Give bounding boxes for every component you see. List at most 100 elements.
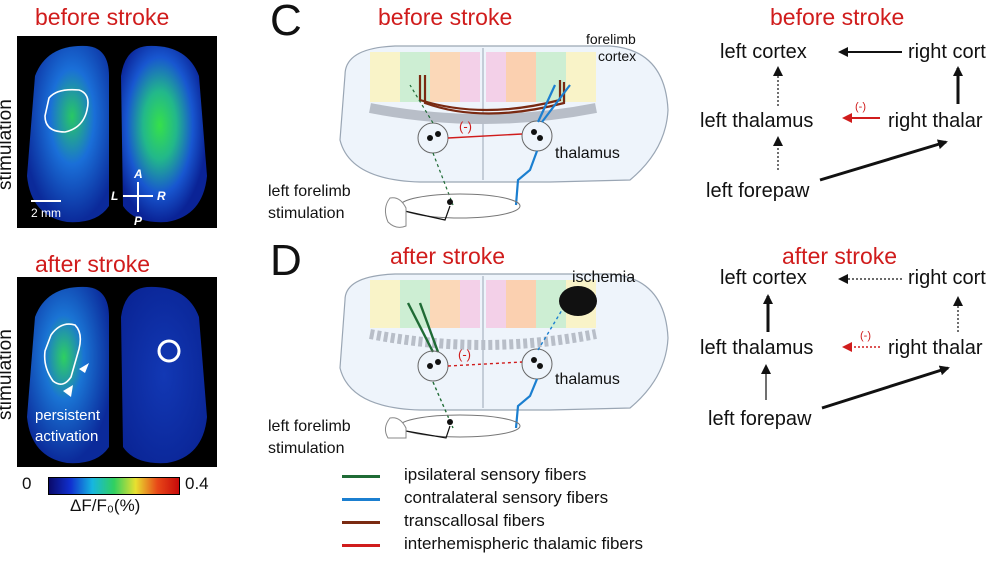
right-hemisphere-shape (121, 286, 207, 464)
flow-after-title: after stroke (782, 243, 898, 269)
stroke-site-circle (157, 339, 181, 363)
flow-after-arrows: (-) (761, 274, 963, 410)
colorbar-max-label: 0.4 (185, 474, 209, 493)
panel-a-side-label: stimulation (0, 99, 16, 190)
afferent-fiber (399, 425, 451, 439)
legend-label: contralateral sensory fibers (404, 488, 609, 507)
left-hemisphere-shape (27, 45, 109, 223)
roi-outline (44, 88, 89, 133)
contralateral-fiber (537, 84, 556, 123)
cortex-region (486, 52, 506, 102)
forepaw-icon (384, 197, 407, 228)
axis-label-l: L (111, 189, 118, 203)
contralateral-fiber (514, 150, 539, 206)
flow-before-left-cortex: left cortex (720, 41, 807, 63)
corpus-callosum (369, 103, 597, 124)
persistent-activation-line1: persistent (35, 407, 101, 424)
legend-label: transcallosal fibers (404, 511, 545, 530)
legend-swatch (342, 498, 380, 501)
contralateral-fiber (537, 309, 563, 351)
neuron-dot (427, 135, 433, 141)
neuron-dot (435, 131, 441, 137)
flow-after-inhibition: (-) (860, 330, 871, 342)
cortex-region (506, 52, 536, 102)
persistent-activation-line2: activation (35, 428, 98, 445)
panel-b-side-label: stimulation (0, 329, 16, 420)
left-hemisphere-shape (27, 286, 109, 464)
panel-c-thalamus-label: thalamus (555, 145, 620, 162)
cortex-region (430, 52, 460, 102)
colorbar-unit-label: ΔF/F₀(%) (70, 496, 141, 515)
flow-after-left-thalamus: left thalamus (700, 337, 814, 359)
flow-before-inhibition: (-) (855, 101, 866, 113)
cortex-region (430, 280, 460, 328)
panel-d-letter: D (270, 236, 302, 285)
legend-swatch (342, 544, 380, 547)
contralateral-fiber (541, 84, 571, 123)
cortex-region (460, 280, 480, 328)
arrow-forepaw-to-right-thal (821, 365, 950, 410)
panel-c-inhibition-label: (-) (459, 119, 472, 134)
legend-label: interhemispheric thalamic fibers (404, 534, 644, 553)
panel-d-stim-line2: stimulation (268, 440, 345, 457)
ipsilateral-fiber (409, 84, 434, 124)
panel-d-thalamus-label: thalamus (555, 371, 620, 388)
cortex-region (460, 52, 480, 102)
cortex-region (370, 280, 400, 328)
ischemia-label: ischemia (572, 269, 635, 286)
afferent-fiber (399, 205, 451, 221)
cortex-region (506, 280, 536, 328)
panel-c-title: before stroke (378, 4, 513, 30)
panel-b-activation-map: persistent activation (17, 277, 217, 467)
panel-c-schematic: (-) forelimb cortex thalamus (339, 31, 669, 228)
panel-a-title: before stroke (35, 4, 170, 30)
colorbar-min-label: 0 (22, 474, 32, 493)
cortex-label: cortex (598, 48, 636, 64)
panel-c-letter: C (270, 0, 302, 45)
flow-before-right-cortex: right cort (908, 41, 986, 63)
panel-a-activation-map: 2 mm A P L R (17, 36, 217, 228)
flow-after-left-forepaw: left forepaw (708, 408, 812, 430)
ischemia-lesion (559, 286, 597, 316)
neuron-dot (537, 363, 543, 369)
neuron-dot (537, 135, 543, 141)
flow-before-title: before stroke (770, 4, 905, 30)
ipsilateral-fiber (418, 302, 440, 353)
panel-a-map-svg: 2 mm A P L R (27, 45, 207, 228)
flow-before-arrows: (-) (773, 47, 963, 182)
neuron-dot (427, 363, 433, 369)
panel-c-stim-line1: left forelimb (268, 183, 351, 200)
scale-bar-label: 2 mm (31, 206, 61, 220)
contralateral-fiber (514, 378, 539, 429)
flow-after-right-cortex: right cort (908, 267, 986, 289)
flow-before-left-thalamus: left thalamus (700, 110, 814, 132)
flow-after-right-thalamus: right thalar (888, 337, 983, 359)
cortex-region (566, 52, 596, 102)
neuron-dot (531, 129, 537, 135)
forelimb-label: forelimb (586, 31, 636, 47)
forepaw-icon (384, 417, 407, 439)
neuron-dot (447, 199, 453, 205)
thalamic-fiber (447, 361, 523, 367)
flow-after-left-cortex: left cortex (720, 267, 807, 289)
arrow-forepaw-to-right-thal (819, 139, 948, 182)
axis-label-p: P (134, 214, 143, 228)
right-hemisphere-shape (121, 45, 207, 223)
roi-outline (43, 323, 82, 385)
neuron-dot (447, 419, 453, 425)
panel-c-stim-line2: stimulation (268, 205, 345, 222)
panel-d-stim-line1: left forelimb (268, 418, 351, 435)
ipsilateral-fiber (432, 381, 454, 429)
panel-d-schematic: (-) ischemia thalamus (339, 269, 669, 439)
ipsilateral-fiber (406, 302, 435, 353)
flow-before-right-thalamus: right thalar (888, 110, 983, 132)
arrowhead-lower (63, 385, 73, 397)
thalamic-fiber (447, 133, 523, 139)
colorbar (48, 477, 180, 495)
legend-swatch (342, 521, 380, 524)
panel-b-title: after stroke (35, 251, 151, 277)
legend-swatch (342, 475, 380, 478)
panel-d-inhibition-label: (-) (458, 347, 471, 362)
cortex-region (370, 52, 400, 102)
corpus-callosum (369, 329, 597, 350)
